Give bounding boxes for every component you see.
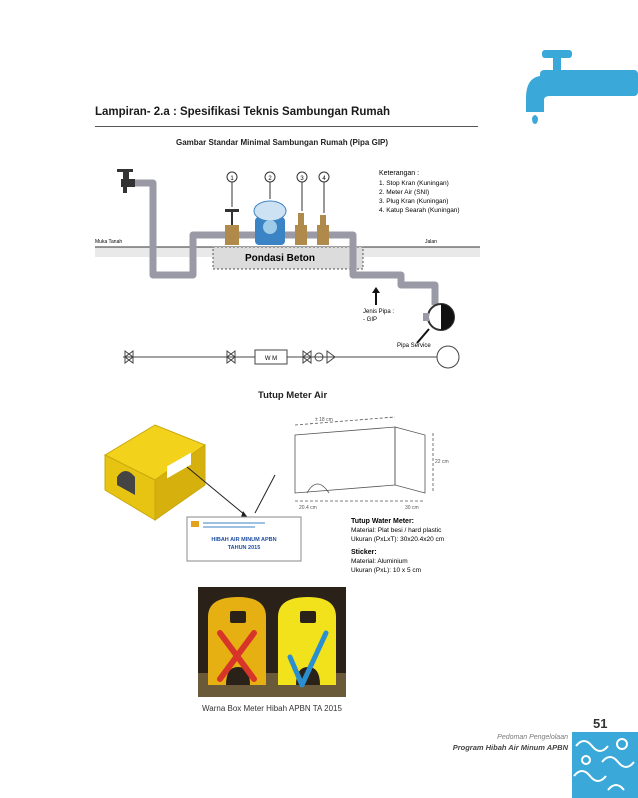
- footer-title: Pedoman Pengelolaan: [497, 734, 568, 741]
- label-pipe-gip: - GIP: [363, 317, 377, 323]
- lid-color-photo: [198, 587, 346, 697]
- page-heading: Lampiran- 2.a : Spesifikasi Teknis Sambu…: [95, 106, 391, 118]
- sticker-size: Ukuran (PxL): 10 x 5 cm: [351, 567, 421, 574]
- heading-divider: [95, 126, 478, 127]
- diagram-title: Gambar Standar Minimal Sambungan Rumah (…: [176, 138, 389, 147]
- marker-1: 1: [230, 176, 234, 182]
- label-pipe-type: Jenis Pipa :: [363, 309, 394, 315]
- house-connection-diagram: 1 2 3 4 Muka Tanah Jalan Pondasi Beton J…: [95, 169, 480, 369]
- tap-icon: [117, 169, 135, 193]
- dim-height: 22 cm: [435, 459, 449, 465]
- label-foundation: Pondasi Beton: [245, 253, 315, 264]
- check-valve-icon: [317, 215, 329, 245]
- page-number: 51: [593, 716, 608, 731]
- legend-title: Keterangan :: [379, 170, 419, 177]
- plug-valve-icon: [295, 213, 307, 245]
- photo-caption: Warna Box Meter Hibah APBN TA 2015: [202, 704, 342, 713]
- diagram-legend: Keterangan : 1. Stop Kran (Kuningan) 2. …: [379, 170, 460, 214]
- pipe-line: [133, 179, 439, 305]
- sticker-line-1: HIBAH AIR MINUM APBN: [211, 537, 276, 543]
- component-markers: [226, 171, 330, 213]
- meter-lid-illustration: ± 18 cm 22 cm 30 cm 20.4 cm HIBAH AIR MI…: [103, 416, 449, 574]
- marker-4: 4: [322, 176, 326, 182]
- yellow-lid-icon: [103, 424, 207, 521]
- check-mark-icon: [287, 630, 329, 688]
- pointer-line: [186, 466, 246, 516]
- faucet-icon: [526, 50, 638, 124]
- label-wm: W M: [265, 356, 277, 362]
- wrong-mark-icon: [217, 630, 257, 682]
- marker-3: 3: [300, 176, 304, 182]
- sticker-material: Material: Aluminium: [351, 558, 408, 565]
- spec-material: Material: Plat besi / hard plastic: [351, 527, 442, 534]
- sticker-title: Sticker:: [351, 549, 377, 556]
- spec-title: Tutup Water Meter:: [351, 518, 414, 525]
- lid-section-title: Tutup Meter Air: [258, 390, 328, 401]
- spec-size: Ukuran (PxLxT): 30x20.4x20 cm: [351, 536, 444, 543]
- dim-width: 20.4 cm: [299, 505, 317, 511]
- label-ground: Muka Tanah: [95, 239, 122, 245]
- orange-lid-icon: [208, 597, 266, 685]
- label-road: Jalan: [425, 239, 437, 245]
- dim-length: 30 cm: [405, 505, 419, 511]
- sticker-preview: [186, 516, 302, 562]
- dim-top: ± 18 cm: [315, 417, 333, 423]
- water-meter-icon: [253, 200, 287, 245]
- marker-2: 2: [268, 176, 272, 182]
- foundation-block: [212, 246, 364, 270]
- wave-pattern-icon: [572, 732, 638, 798]
- pointer-line-2: [254, 474, 276, 514]
- footer-program: Program Hibah Air Minum APBN: [452, 743, 568, 752]
- schematic-line: [123, 345, 460, 369]
- label-pipe-service: Pipa Service: [397, 343, 431, 349]
- sticker-line-2: TAHUN 2015: [228, 545, 261, 551]
- legend-item: 1. Stop Kran (Kuningan): [379, 180, 449, 187]
- legend-item: 4. Katup Searah (Kuningan): [379, 207, 460, 214]
- lid-dimension-drawing: [294, 416, 434, 502]
- legend-item: 2. Meter Air (SNI): [379, 189, 429, 196]
- stop-valve-icon: [225, 209, 239, 245]
- pipe-service-fitting: [423, 303, 455, 331]
- legend-item: 3. Plug Kran (Kuningan): [379, 198, 448, 205]
